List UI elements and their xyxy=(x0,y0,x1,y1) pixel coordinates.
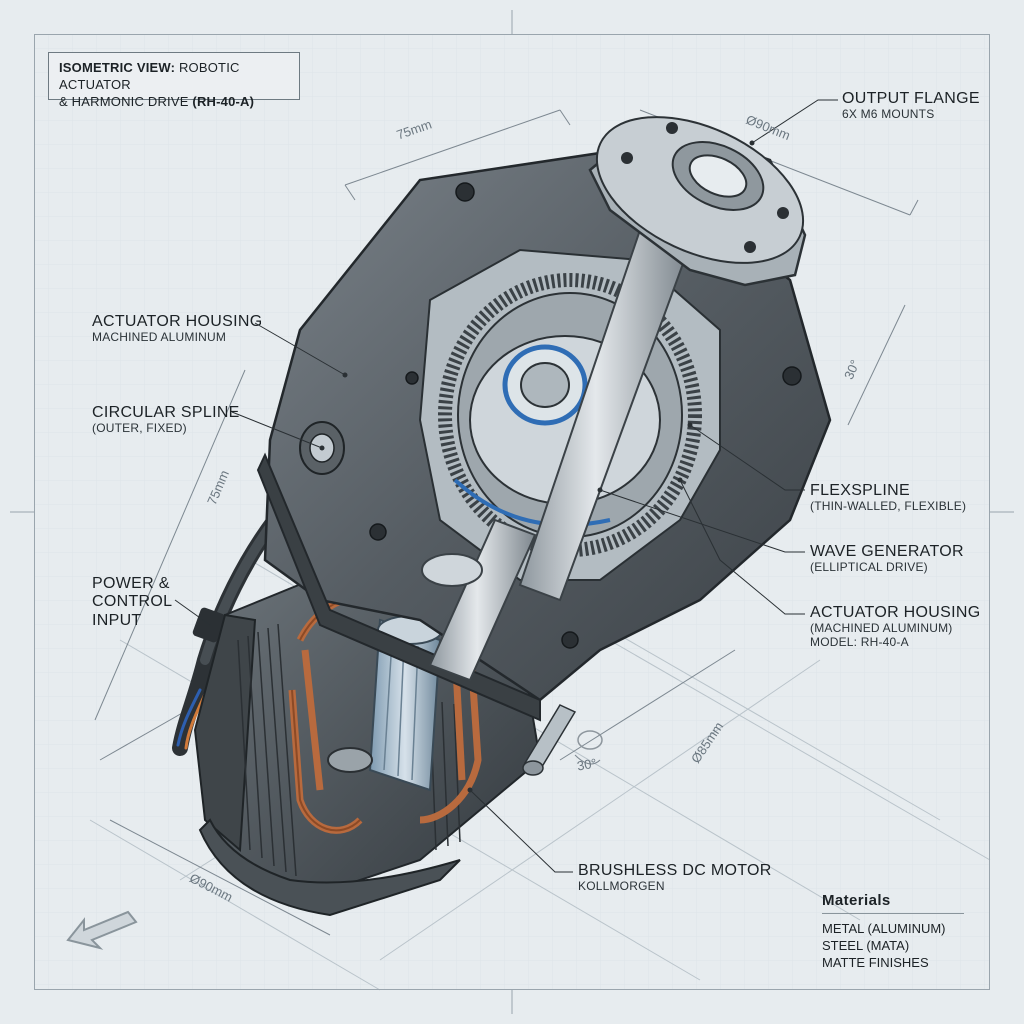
callout-housing-left: Actuator Housing Machined Aluminum xyxy=(92,313,262,345)
callout-motor-title: Brushless DC Motor xyxy=(578,862,772,879)
output-shaft xyxy=(421,228,690,682)
materials-item: Metal (Aluminum) xyxy=(822,921,946,936)
title-block: Isometric View: Robotic Actuator & Harmo… xyxy=(48,52,300,109)
callout-housing-left-title: Actuator Housing xyxy=(92,313,263,330)
leader-lines xyxy=(174,99,838,873)
output-flange xyxy=(588,116,807,287)
loose-bolt xyxy=(522,704,603,776)
callout-power-input-line3: Input xyxy=(92,611,142,629)
materials-legend: Materials Metal (Aluminum) Steel (Mata) … xyxy=(822,892,964,971)
title-view: Isometric View: xyxy=(59,60,176,75)
materials-heading: Materials xyxy=(822,892,964,914)
drawing-frame xyxy=(34,34,990,990)
callout-output-flange: Output Flange 6x M6 Mounts xyxy=(842,90,980,122)
callout-motor-sub: Kollmorgen xyxy=(578,879,665,894)
title-model: (RH-40-A) xyxy=(192,94,255,109)
materials-item: Matte Finishes xyxy=(822,955,929,970)
title-subject-2: & Harmonic Drive xyxy=(59,94,189,109)
callout-circular-spline-title: Circular Spline xyxy=(92,404,240,421)
callout-circular-spline: Circular Spline (Outer, Fixed) xyxy=(92,404,240,436)
callout-wave-generator-sub: (Elliptical Drive) xyxy=(810,560,928,575)
callout-circular-spline-sub: (Outer, Fixed) xyxy=(92,421,187,436)
callout-wave-generator-title: Wave Generator xyxy=(810,543,964,560)
callout-output-flange-sub: 6x M6 Mounts xyxy=(842,107,935,122)
callout-power-input-line2: Control xyxy=(92,593,173,611)
callout-housing-right-title: Actuator Housing xyxy=(810,604,981,621)
callout-output-flange-title: Output Flange xyxy=(842,90,980,107)
callout-housing-right: Actuator Housing (Machined Aluminum) Mod… xyxy=(810,604,980,650)
callout-motor: Brushless DC Motor Kollmorgen xyxy=(578,862,772,894)
callout-flexspline: Flexspline (Thin-Walled, Flexible) xyxy=(810,482,966,514)
materials-item: Steel (Mata) xyxy=(822,938,910,953)
callout-power-input-line1: Power & xyxy=(92,575,170,592)
callout-wave-generator: Wave Generator (Elliptical Drive) xyxy=(810,543,964,575)
callout-flexspline-title: Flexspline xyxy=(810,482,910,499)
direction-arrow-icon xyxy=(66,910,138,950)
title-subject: Robotic Actuator xyxy=(59,60,240,92)
callout-housing-right-sub1: (Machined Aluminum) xyxy=(810,621,953,636)
callout-flexspline-sub: (Thin-Walled, Flexible) xyxy=(810,499,967,514)
callout-power-input: Power & Control Input xyxy=(92,575,172,630)
dimension-lines xyxy=(94,109,919,936)
callout-housing-right-sub2: Model: RH-40-A xyxy=(810,635,909,650)
callout-housing-left-sub: Machined Aluminum xyxy=(92,330,227,345)
